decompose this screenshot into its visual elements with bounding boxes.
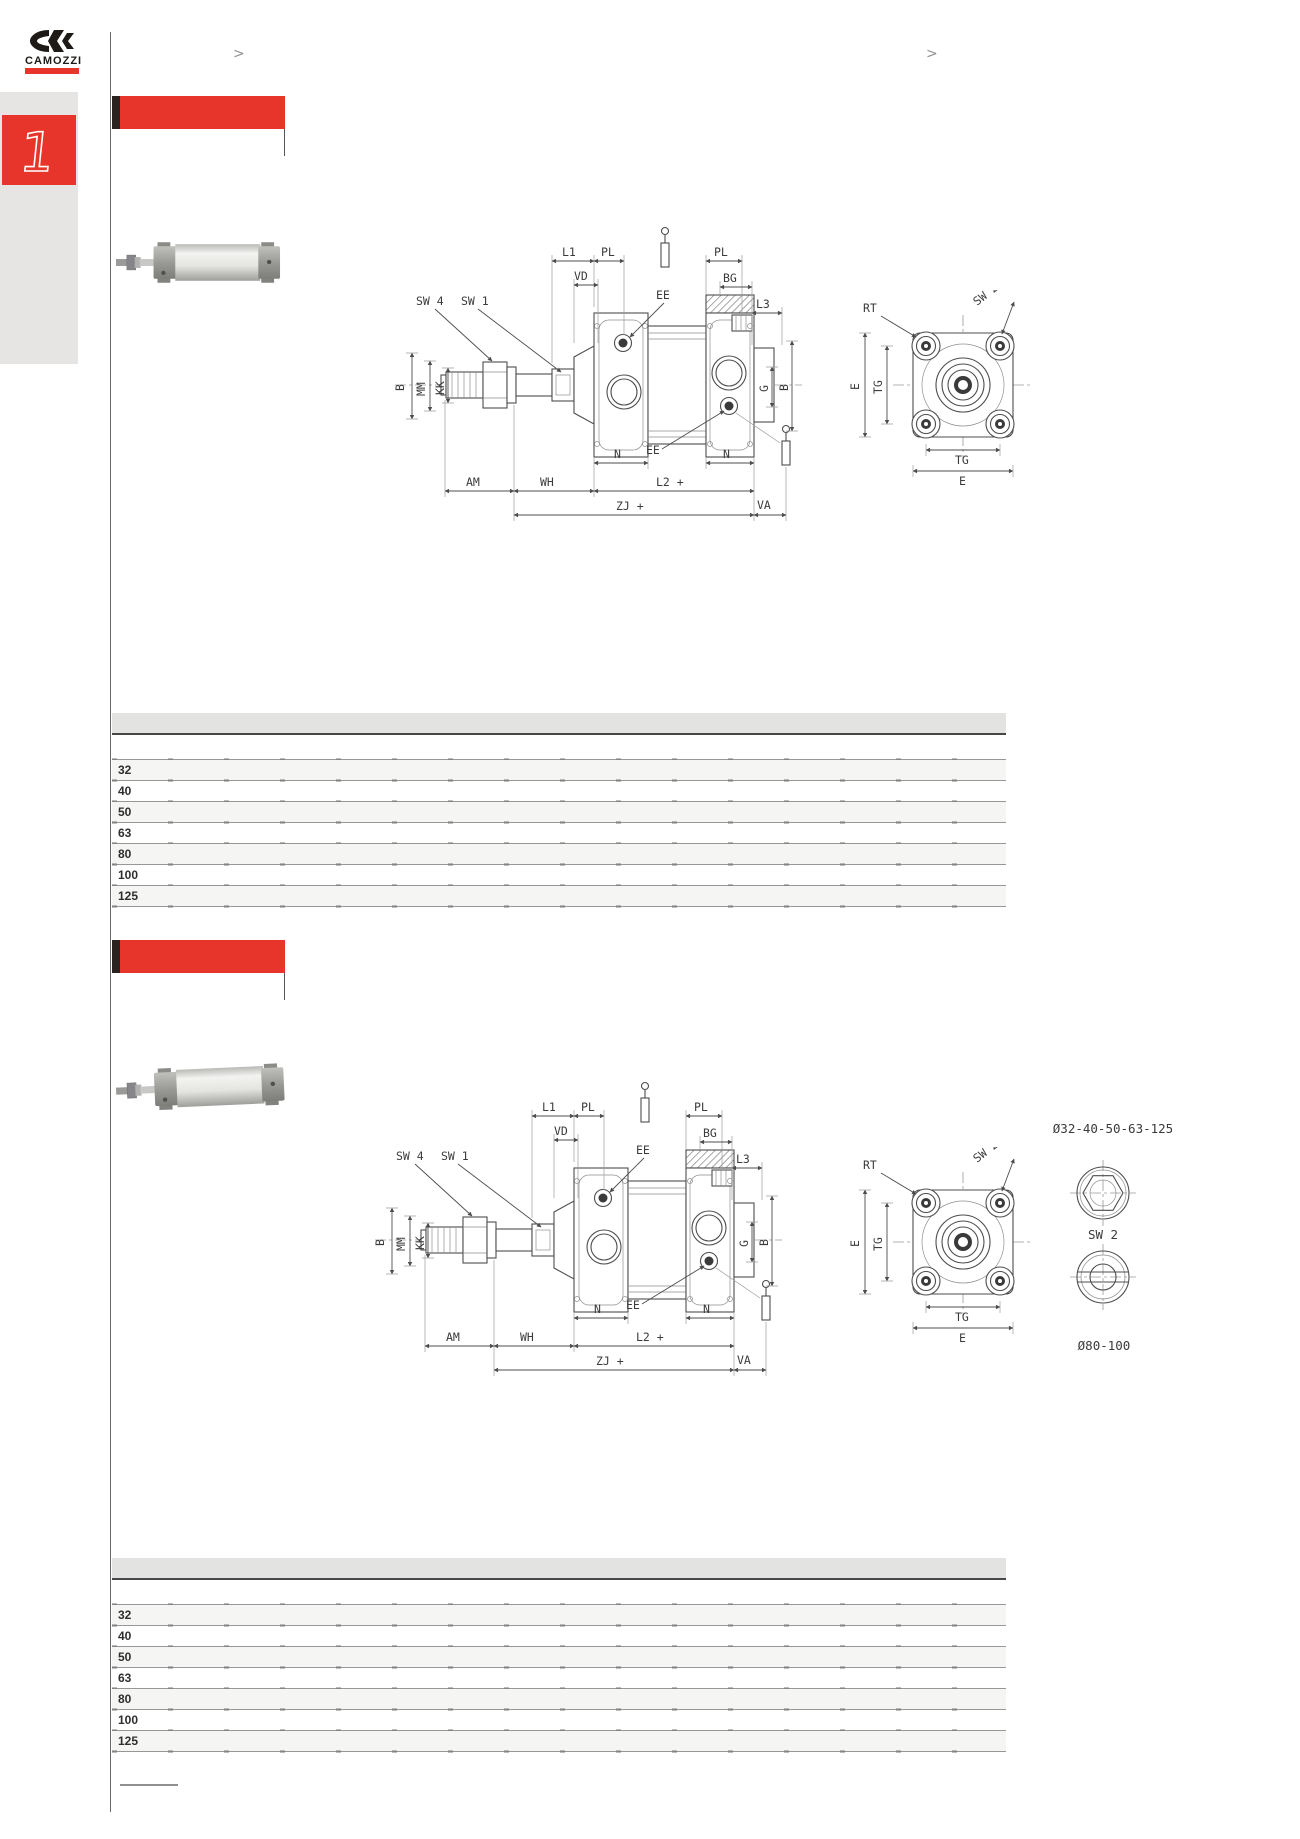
table-row: 40 [112,781,1006,803]
section1-dimension-table: 32 40 50 63 80 100 125 [112,713,1006,908]
section1-title-rule [284,129,285,156]
page-margin-line [110,32,111,1812]
chapter-number: 1 [16,120,59,184]
section1-side-view-drawing [340,195,910,525]
table-row: 32 [112,760,1006,782]
section2-product-photo [114,1062,286,1113]
rod-nut-sw2-label: SW 2 [1087,1227,1119,1242]
bore-size: 32 [118,763,132,777]
bore-size: 40 [118,1629,132,1643]
section2-end-view-drawing [845,1147,1045,1347]
section2-dimension-table: 32 40 50 63 80 100 125 [112,1558,1006,1753]
table-row: 50 [112,802,1006,824]
bore-size: 125 [118,889,139,903]
bore-size: 100 [118,1713,139,1727]
section2-title-bar [112,940,285,973]
bore-size: 63 [118,1671,132,1685]
bore-size: 50 [118,1650,132,1664]
bore-size: 125 [118,1734,139,1748]
table-column-header-row [112,735,1006,761]
bore-size: 32 [118,1608,132,1622]
table-row: 40 [112,1626,1006,1648]
bore-size: 100 [118,868,139,882]
section1-title-bar [112,96,285,129]
rod-nut-hex-drawing [1069,1159,1137,1227]
table-row: 50 [112,1647,1006,1669]
sidebar-chapter-tab: 1 [2,115,76,185]
table-row: 80 [112,844,1006,866]
section1-end-view-drawing [845,290,1045,490]
breadcrumb-chevron-right: > [926,46,938,62]
section2-title-rule [284,973,285,1000]
bore-size: 50 [118,805,132,819]
table-row: 125 [112,1731,1006,1753]
chapter-number-text: 1 [17,121,58,184]
bore-size: 40 [118,784,132,798]
table-row: 32 [112,1605,1006,1627]
table-row: 100 [112,1710,1006,1732]
table-row: 80 [112,1689,1006,1711]
logo-text: CAMOZZI [25,55,82,67]
bore-size: 63 [118,826,132,840]
table-row: 63 [112,823,1006,845]
section2-side-view-drawing [320,1050,890,1380]
camozzi-logo: CAMOZZI [25,30,82,74]
bore-size: 80 [118,847,132,861]
table-row: 63 [112,1668,1006,1690]
variant-sizes-bottom-note: Ø80-100 [1077,1338,1131,1353]
breadcrumb-chevron-left: > [233,46,245,62]
table-header-band [112,713,1006,735]
variant-sizes-top-note: Ø32-40-50-63-125 [1052,1121,1174,1136]
bore-size: 80 [118,1692,132,1706]
table-row: 125 [112,886,1006,908]
footnote-rule [120,1784,178,1786]
logo-red-bar [25,68,79,74]
table-row: 100 [112,865,1006,887]
rod-nut-slotted-drawing [1069,1243,1137,1311]
table-column-header-row [112,1580,1006,1606]
table-header-band [112,1558,1006,1580]
section1-product-photo [115,241,281,284]
